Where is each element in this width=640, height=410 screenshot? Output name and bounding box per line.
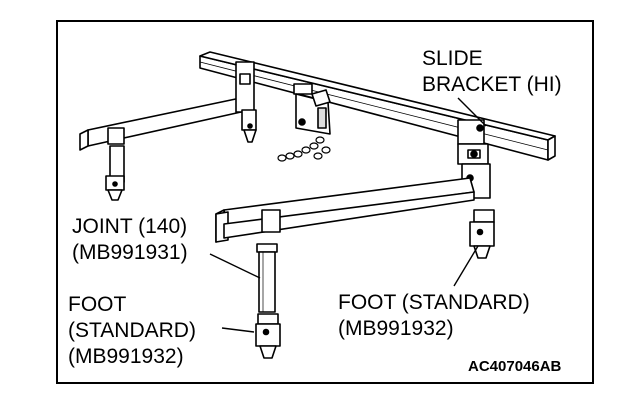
center-block [293, 83, 331, 135]
slide-bracket-label-line1: SLIDE [422, 47, 483, 70]
joint-label-line2: (MB991931) [72, 241, 188, 264]
slide-bracket-label: SLIDE BRACKET (HI) [422, 46, 562, 98]
left-rear-foot [105, 145, 125, 201]
leader-lines [209, 97, 487, 333]
left-slide-bracket [235, 61, 257, 143]
front-right-foot [469, 209, 495, 259]
figure-code: AC407046AB [468, 358, 562, 375]
joint-label-line1: JOINT (140) [72, 215, 188, 238]
foot-left-label-line2: (STANDARD) [68, 319, 196, 342]
joint-label: JOINT (140) (MB991931) [72, 214, 188, 266]
foot-right-label-line1: FOOT (STANDARD) [338, 291, 530, 314]
slide-bracket-label-line2: BRACKET (HI) [422, 73, 562, 96]
foot-right-label-line2: (MB991932) [338, 317, 454, 340]
foot-left-label: FOOT (STANDARD) (MB991932) [68, 292, 196, 370]
front-left-foot [255, 313, 281, 359]
foot-left-label-line3: (MB991932) [68, 345, 184, 368]
figure-frame [56, 20, 594, 384]
joint-140 [256, 243, 278, 313]
chain [277, 136, 331, 162]
front-arm [215, 177, 475, 243]
foot-left-label-line1: FOOT [68, 293, 127, 316]
foot-right-label: FOOT (STANDARD) (MB991932) [338, 290, 530, 342]
left-arm [79, 95, 251, 151]
